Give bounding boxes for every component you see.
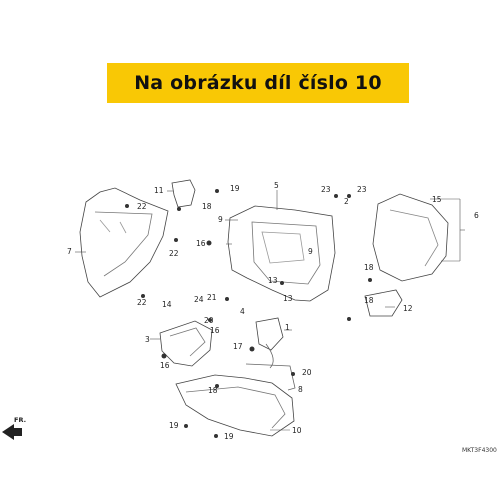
callout-9-left: 9 [218, 215, 223, 224]
callout-19-bottom: 19 [224, 432, 234, 441]
callout-18-b: 18 [364, 263, 374, 272]
callout-7: 7 [67, 247, 72, 256]
callout-18-d: 18 [208, 386, 218, 395]
lower-cover-part [175, 374, 295, 437]
callout-16-b: 16 [160, 361, 170, 370]
inner-left-panel-part [79, 187, 169, 298]
callout-14: 14 [162, 300, 172, 309]
callout-13-lower: 13 [283, 294, 293, 303]
callout-4: 4 [240, 307, 245, 316]
callout-16-c: 16 [210, 326, 220, 335]
callout-20-b: 20 [302, 368, 312, 377]
front-direction-label: FR. [14, 416, 26, 424]
callout-9-right: 9 [308, 247, 313, 256]
callout-5: 5 [274, 181, 279, 190]
callout-12: 12 [403, 304, 413, 313]
callout-19-top: 19 [230, 184, 240, 193]
banner-title: Na obrázku díl číslo 10 [134, 72, 382, 94]
callout-13-upper: 13 [268, 276, 278, 285]
figure-code: MKT3F4300 [462, 447, 497, 454]
callout-24: 24 [194, 295, 204, 304]
callout-16-a: 16 [196, 239, 206, 248]
callout-10: 10 [292, 426, 302, 435]
callout-22-b: 22 [169, 249, 179, 258]
callout-22-a: 22 [137, 202, 147, 211]
callout-19-bottom-left: 19 [169, 421, 179, 430]
front-direction-arrow: FR. [2, 416, 26, 440]
callout-1: 1 [285, 323, 290, 332]
callout-21: 21 [207, 293, 217, 302]
callout-23-a: 23 [321, 185, 331, 194]
callout-15: 15 [432, 195, 442, 204]
callout-11: 11 [154, 186, 164, 195]
callout-22-c: 22 [137, 298, 147, 307]
right-panel-part [372, 193, 449, 282]
callout-2: 2 [344, 197, 349, 206]
callout-18-a: 18 [202, 202, 212, 211]
callout-17: 17 [233, 342, 243, 351]
vent-assembly-part [159, 320, 213, 367]
callout-3: 3 [145, 335, 150, 344]
callout-18-c: 18 [364, 296, 374, 305]
callout-8: 8 [298, 385, 303, 394]
callout-23-b: 23 [357, 185, 367, 194]
center-cover-part [227, 205, 336, 302]
part-number-banner: Na obrázku díl číslo 10 [107, 63, 409, 103]
callout-6: 6 [474, 211, 479, 220]
socket-part [255, 317, 284, 351]
right-bracket-part [364, 289, 403, 317]
upper-bracket-part [171, 179, 196, 208]
